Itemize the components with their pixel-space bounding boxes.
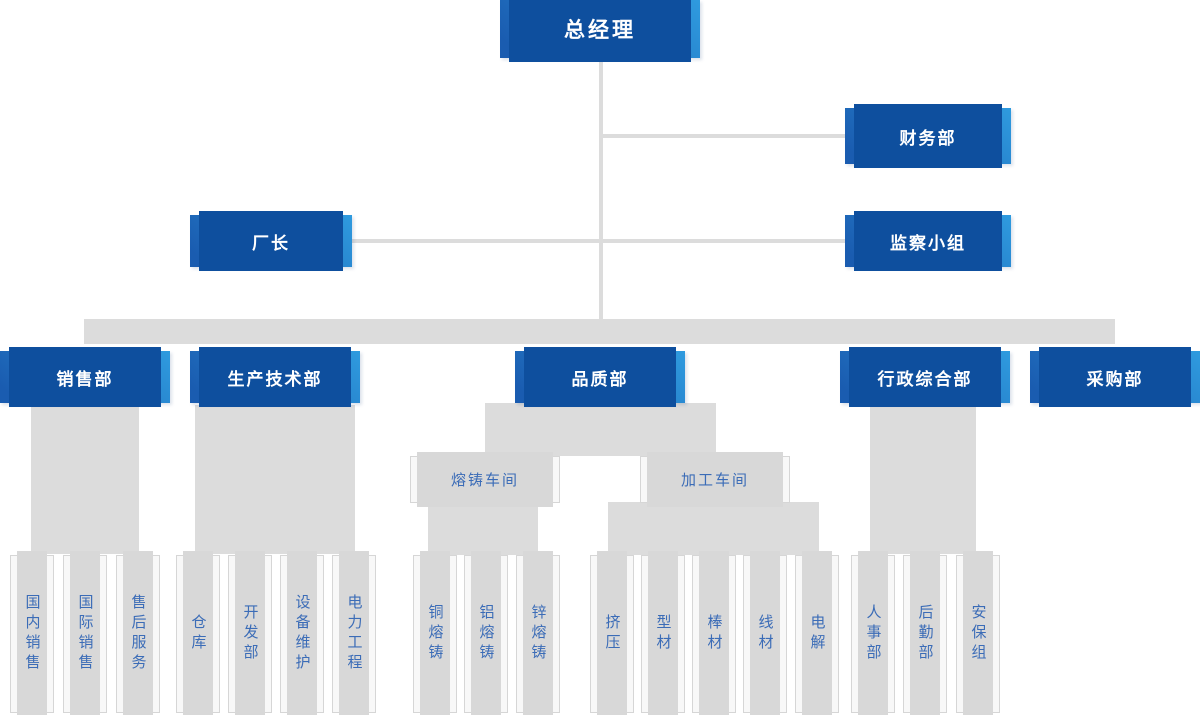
node-label: 电力工程 xyxy=(345,594,363,674)
node-label: 型材 xyxy=(654,614,672,654)
node-label: 铝熔铸 xyxy=(477,604,495,664)
connector-main-bar xyxy=(84,319,1115,344)
node-zinc-casting: 锌熔铸 xyxy=(516,551,560,715)
node-label: 线材 xyxy=(756,614,774,654)
node-extrusion: 挤压 xyxy=(590,551,634,715)
node-quality-dept: 品质部 xyxy=(515,347,685,407)
node-label: 安保组 xyxy=(969,604,987,664)
node-after-sales-service: 售后服务 xyxy=(116,551,160,715)
node-general-manager: 总经理 xyxy=(500,0,700,62)
node-international-sales: 国际销售 xyxy=(63,551,107,715)
node-label: 熔铸车间 xyxy=(450,472,519,489)
node-label: 生产技术部 xyxy=(227,369,323,389)
node-label: 人事部 xyxy=(864,604,882,664)
node-finance-dept: 财务部 xyxy=(845,104,1011,168)
node-label: 总经理 xyxy=(564,19,636,42)
node-profiles: 型材 xyxy=(641,551,685,715)
node-hr-dept: 人事部 xyxy=(851,551,895,715)
node-wires: 线材 xyxy=(743,551,787,715)
connector-block-sales xyxy=(31,405,139,554)
connector-level3-horizontal xyxy=(352,239,845,243)
connector-block-production xyxy=(195,405,355,554)
node-warehouse: 仓库 xyxy=(176,551,220,715)
node-copper-casting: 铜熔铸 xyxy=(413,551,457,715)
node-label: 电解 xyxy=(808,614,826,654)
node-label: 财务部 xyxy=(899,128,957,148)
node-label: 国内销售 xyxy=(23,594,41,674)
node-power-engineering: 电力工程 xyxy=(332,551,376,715)
connector-block-casting xyxy=(428,502,538,555)
node-domestic-sales: 国内销售 xyxy=(10,551,54,715)
connector-block-quality xyxy=(485,403,716,456)
node-label: 国际销售 xyxy=(76,594,94,674)
node-label: 仓库 xyxy=(189,614,207,654)
node-label: 销售部 xyxy=(56,369,114,389)
node-label: 采购部 xyxy=(1086,369,1144,389)
node-label: 设备维护 xyxy=(293,594,311,674)
node-label: 品质部 xyxy=(571,369,629,389)
node-label: 厂长 xyxy=(252,233,290,253)
node-security-group: 安保组 xyxy=(956,551,1000,715)
node-label: 监察小组 xyxy=(890,233,966,253)
node-admin-dept: 行政综合部 xyxy=(840,347,1010,407)
node-development-dept: 开发部 xyxy=(228,551,272,715)
node-label: 挤压 xyxy=(603,614,621,654)
node-aluminum-casting: 铝熔铸 xyxy=(464,551,508,715)
node-label: 行政综合部 xyxy=(877,369,973,389)
node-equipment-maintenance: 设备维护 xyxy=(280,551,324,715)
connector-finance-horizontal xyxy=(601,134,845,138)
node-production-tech-dept: 生产技术部 xyxy=(190,347,360,407)
connector-block-processing xyxy=(608,502,819,555)
node-factory-director: 厂长 xyxy=(190,211,352,271)
node-label: 铜熔铸 xyxy=(426,604,444,664)
node-label: 加工车间 xyxy=(680,472,749,489)
node-logistics-dept: 后勤部 xyxy=(903,551,947,715)
connector-block-admin xyxy=(870,405,976,554)
connector-root-vertical xyxy=(599,58,603,319)
node-label: 开发部 xyxy=(241,604,259,664)
node-label: 后勤部 xyxy=(916,604,934,664)
node-supervision-team: 监察小组 xyxy=(845,211,1011,271)
node-label: 锌熔铸 xyxy=(529,604,547,664)
node-bars: 棒材 xyxy=(692,551,736,715)
node-label: 棒材 xyxy=(705,614,723,654)
node-sales-dept: 销售部 xyxy=(0,347,170,407)
node-electrolysis: 电解 xyxy=(795,551,839,715)
node-casting-workshop: 熔铸车间 xyxy=(410,452,560,507)
node-processing-workshop: 加工车间 xyxy=(640,452,790,507)
node-label: 售后服务 xyxy=(129,594,147,674)
node-procurement-dept: 采购部 xyxy=(1030,347,1200,407)
